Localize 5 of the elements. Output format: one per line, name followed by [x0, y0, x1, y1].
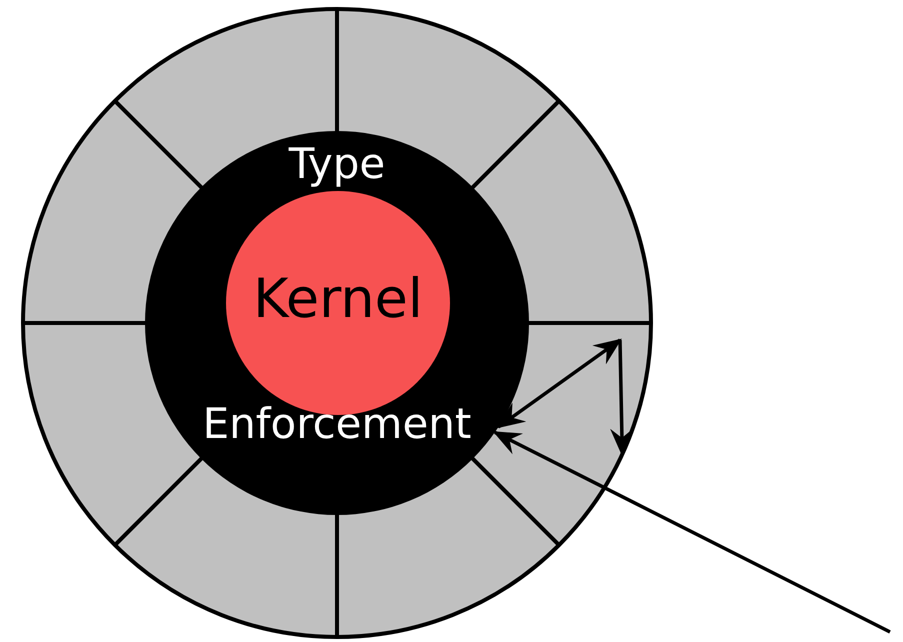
- arrow: [496, 338, 622, 428]
- ring-label: Enforcement: [202, 399, 472, 448]
- arrow: [492, 430, 891, 634]
- kernel-label: Kernel: [252, 267, 424, 330]
- ring-label: Type: [288, 139, 386, 188]
